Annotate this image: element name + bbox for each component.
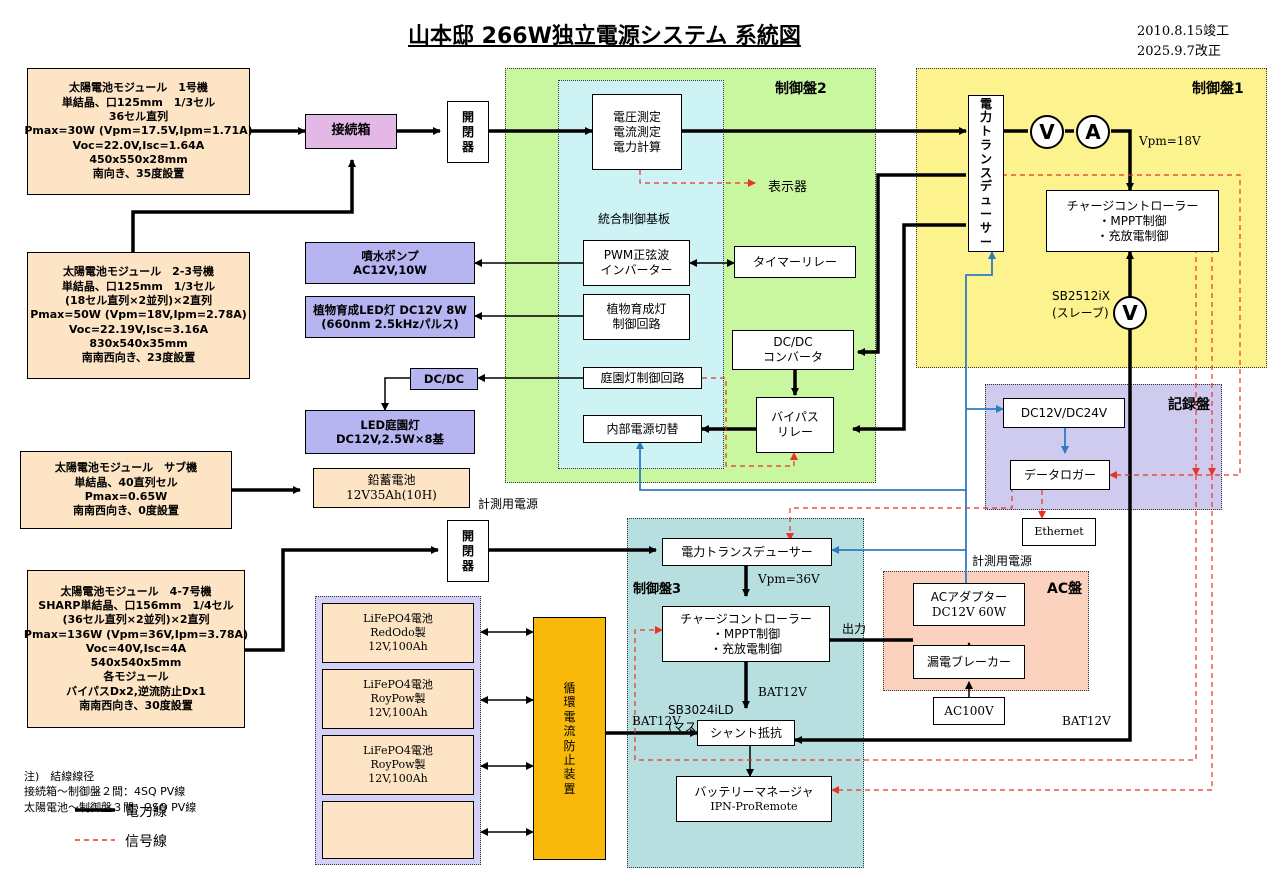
grow-led-control: 植物育成灯制御回路 (583, 294, 690, 340)
legend-power: 電力線 (125, 804, 167, 820)
display-unit: 表示器 (768, 180, 808, 195)
switch-2: 開閉器 (447, 520, 489, 582)
charge-controller-1: チャージコントローラー・MPPT制御・充放電制御 (1046, 190, 1219, 252)
dcdc-small: DC/DC (410, 368, 478, 390)
panel1-label: 制御盤1 (1192, 81, 1244, 97)
timer-relay: タイマーリレー (734, 246, 856, 278)
revised-date: 2025.9.7改正 (1137, 44, 1221, 59)
switch-1: 開閉器 (447, 101, 489, 163)
measure-power-label: 計測用電源 (478, 497, 539, 511)
charge-controller-3: チャージコントローラー・MPPT制御・充放電制御 (662, 606, 830, 662)
power-transducer-3: 電力トランスデューサー (662, 538, 832, 566)
legend-signal: 信号線 (125, 834, 167, 850)
bat12v-left: BAT12V (632, 714, 681, 728)
ethernet: Ethernet (1022, 518, 1096, 546)
ammeter: A (1076, 115, 1110, 149)
power-line (1111, 129, 1134, 191)
model-sb2512: SB2512iX(スレーブ) (1052, 289, 1110, 320)
measure-block: 電圧測定電流測定電力計算 (592, 94, 682, 170)
earth-leakage-breaker: 漏電ブレーカー (913, 645, 1025, 679)
vpm-18: Vpm=18V (1139, 134, 1201, 148)
voltmeter-1: V (1030, 115, 1064, 149)
dcdc-12-24: DC12V/DC24V (1003, 398, 1125, 428)
power-transducer-1: 電力ト ランス デュー サー (968, 95, 1004, 252)
bat12v-right: BAT12V (1062, 714, 1111, 728)
junction-box: 接続箱 (305, 114, 397, 149)
pwm-inverter: PWM正弦波インバーター (583, 240, 690, 286)
built-date: 2010.8.15竣工 (1137, 24, 1230, 39)
grow-led: 植物育成LED灯 DC12V 8W(660nm 2.5kHzパルス) (305, 296, 475, 338)
data-logger: データロガー (1010, 460, 1110, 490)
power-line (131, 159, 356, 252)
page-title: 山本邸 266W独立電源システム 系統図 (408, 24, 801, 49)
panel2-label: 制御盤2 (775, 81, 827, 97)
backflow-prevention: 循環電流 防止装置 (533, 617, 606, 860)
voltmeter-2: V (1113, 296, 1147, 330)
measure-line (636, 441, 967, 583)
ac-line (381, 377, 410, 411)
battery-slot-empty (322, 801, 474, 859)
internal-power-switch: 内部電源切替 (583, 415, 702, 443)
garden-light-control: 庭園灯制御回路 (583, 367, 702, 389)
board-label: 統合制御基板 (598, 212, 671, 226)
wiring-notes: 注) 結線線径接続箱～制御盤２間：4SQ PV線太陽電池～制御盤３間：2SQ P… (24, 769, 197, 814)
ac100v: AC100V (933, 697, 1005, 725)
power-line (245, 546, 439, 652)
ac-panel-label: AC盤 (1047, 581, 1083, 597)
power-line (794, 326, 1132, 744)
solar-module-2-3: 太陽電池モジュール 2-3号機単結晶、口125mm 1/3セル(18セル直列×2… (27, 252, 250, 379)
power-line (852, 223, 966, 433)
output-label: 出力 (842, 622, 867, 636)
bat12v-label: BAT12V (758, 685, 807, 699)
measure-power-label-2: 計測用電源 (972, 554, 1033, 568)
logger-panel-label: 記録盤 (1168, 397, 1210, 413)
signal-line (639, 170, 756, 187)
panel3-label: 制御盤3 (633, 582, 682, 597)
vpm-36: Vpm=36V (758, 572, 820, 586)
bypass-relay: バイパスリレー (756, 397, 834, 453)
shunt-resistor: シャント抵抗 (697, 720, 795, 746)
power-line (857, 173, 966, 356)
